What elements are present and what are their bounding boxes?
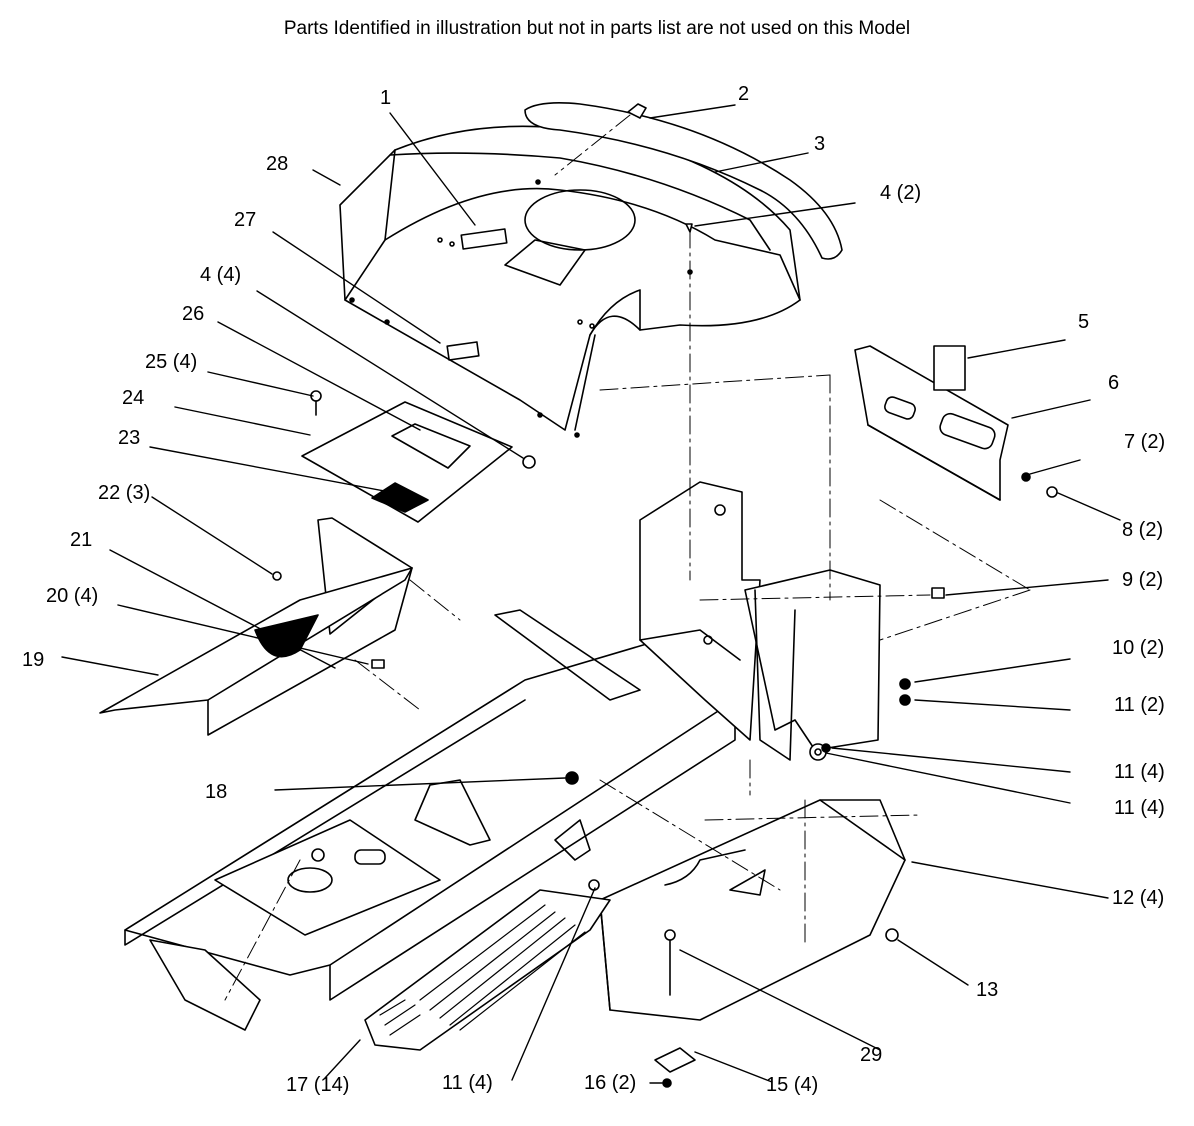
callout-label: 5 xyxy=(1078,311,1090,333)
callout-label: 20 (4) xyxy=(46,585,99,607)
callout-label: 23 xyxy=(118,427,141,449)
hood-part xyxy=(339,125,801,438)
callout-label: 21 xyxy=(70,529,93,551)
diagram-note: Parts Identified in illustration but not… xyxy=(283,18,911,39)
callout-label: 15 (4) xyxy=(766,1074,819,1096)
rear-support-part xyxy=(639,481,881,761)
callout-label: 26 xyxy=(182,303,205,325)
callout-label: 4 (2) xyxy=(880,182,922,204)
callout-label: 7 (2) xyxy=(1124,431,1166,453)
callout-label: 1 xyxy=(380,87,392,109)
callout-label: 16 (2) xyxy=(584,1072,637,1094)
callout-label: 19 xyxy=(22,649,45,671)
callout-label: 27 xyxy=(234,209,257,231)
callout-label: 24 xyxy=(122,387,145,409)
clip-part xyxy=(627,103,647,119)
callout-label: 11 (4) xyxy=(442,1072,493,1094)
callout-label: 11 (2) xyxy=(1114,694,1165,716)
callout-label: 3 xyxy=(814,133,826,155)
callout-label: 29 xyxy=(860,1044,883,1066)
callout-label: 10 (2) xyxy=(1112,637,1165,659)
rear-trim-part xyxy=(854,345,1009,501)
callout-label: 22 (3) xyxy=(98,482,151,504)
callout-label: 4 (4) xyxy=(200,264,242,286)
callout-label: 11 (4) xyxy=(1114,797,1165,819)
callout-label: 28 xyxy=(266,153,289,175)
callout-label: 2 xyxy=(738,83,750,105)
footrest-mat-part xyxy=(364,879,611,1051)
callout-label: 13 xyxy=(976,979,999,1001)
callout-label: 18 xyxy=(205,781,228,803)
callout-label: 6 xyxy=(1108,372,1120,394)
callout-label: 8 (2) xyxy=(1122,519,1164,541)
callout-label: 12 (4) xyxy=(1112,887,1165,909)
frame-part xyxy=(124,609,736,1031)
floor-pan-part xyxy=(599,799,906,1021)
callout-label: 25 (4) xyxy=(145,351,198,373)
callout-label: 17 (14) xyxy=(286,1074,350,1096)
left-panel-part xyxy=(99,517,413,736)
callout-label: 11 (4) xyxy=(1114,761,1165,783)
dash-panel-part xyxy=(301,401,513,523)
callout-label: 9 (2) xyxy=(1122,569,1164,591)
